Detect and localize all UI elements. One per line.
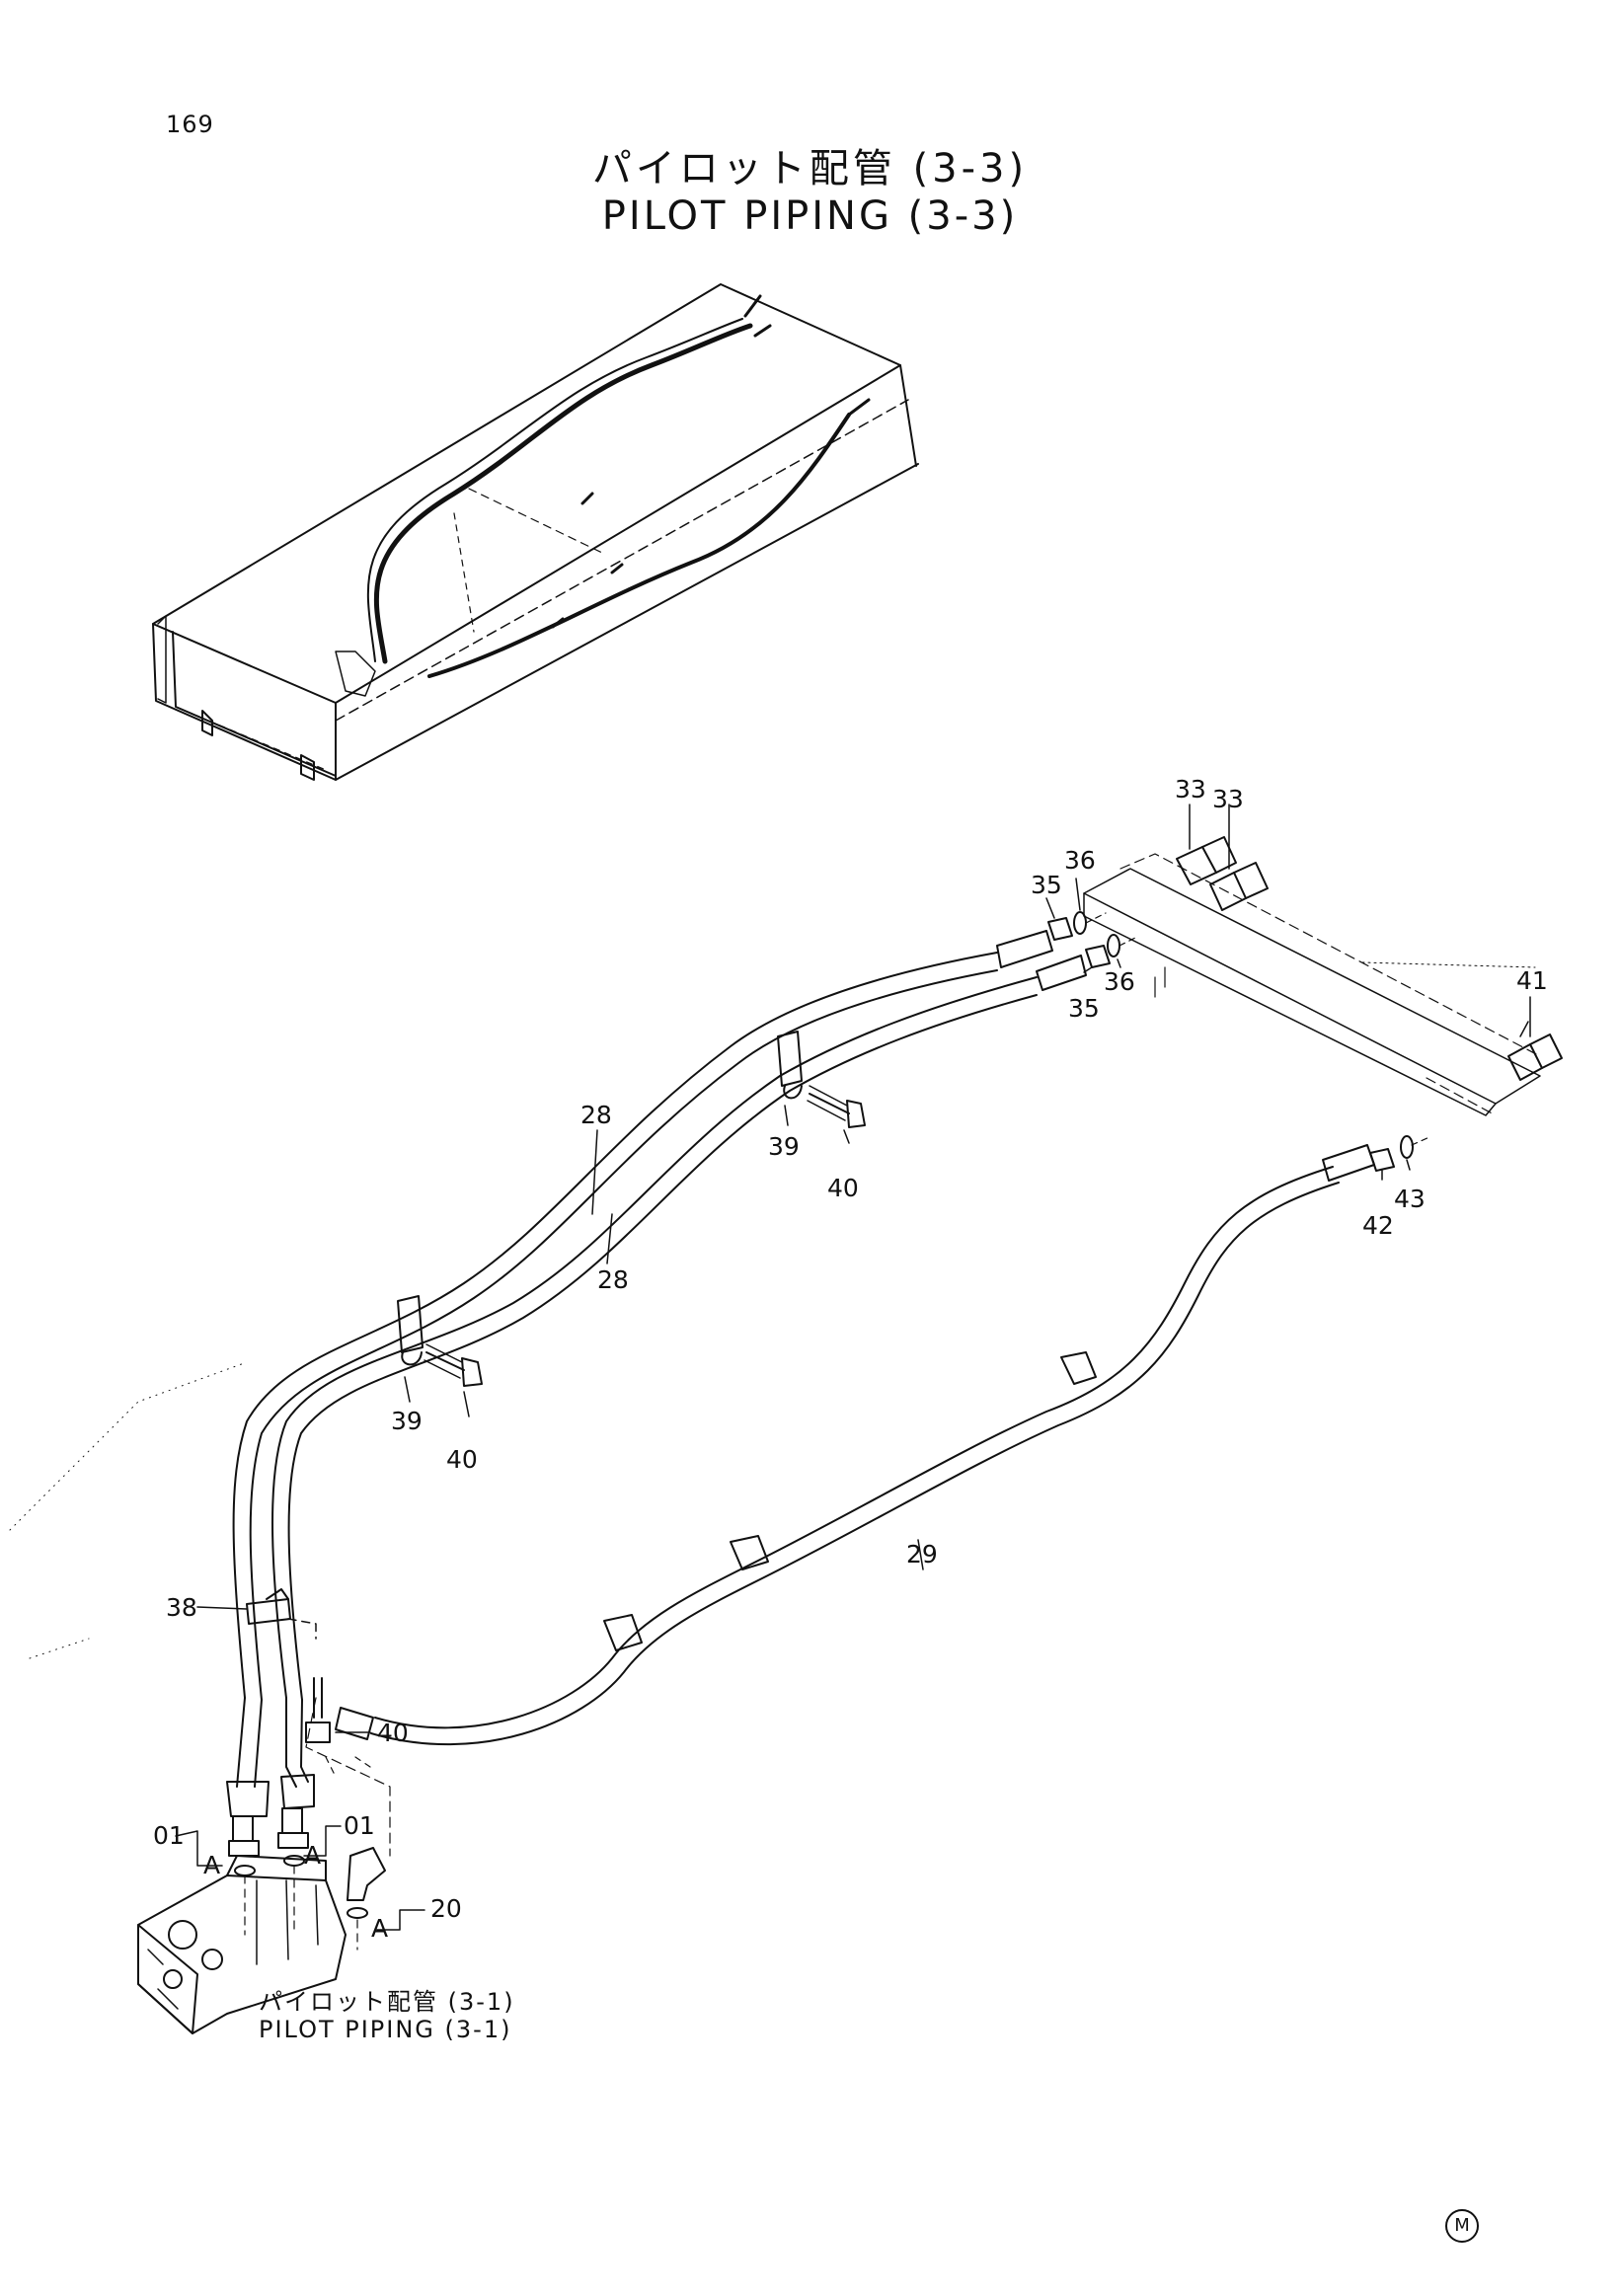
elbow-20 <box>347 1847 386 1901</box>
callout-40-b: 40 <box>446 1445 478 1474</box>
bolt-40-lower <box>424 1343 483 1387</box>
callout-36-b: 36 <box>1104 967 1135 996</box>
callout-29: 29 <box>906 1540 938 1569</box>
o-ring-left <box>234 1865 256 1876</box>
callout-A-c: A <box>371 1914 388 1943</box>
callout-40-a: 40 <box>827 1174 859 1202</box>
callout-39-b: 39 <box>391 1407 423 1435</box>
callout-39-a: 39 <box>768 1132 800 1161</box>
bolt-40-clip <box>305 1677 331 1743</box>
clamp-39-lower <box>397 1295 424 1366</box>
callout-35-a: 35 <box>1031 871 1062 899</box>
mounting-bracket <box>1083 853 1541 1116</box>
callout-35-b: 35 <box>1068 994 1100 1023</box>
callout-42: 42 <box>1362 1211 1394 1240</box>
title-japanese: パイロット配管 (3-3) <box>591 146 1029 191</box>
clamp-39-upper <box>777 1031 803 1100</box>
callout-40-c: 40 <box>377 1719 409 1747</box>
reference-english: PILOT PIPING (3-1) <box>259 2016 512 2043</box>
callout-38: 38 <box>166 1593 197 1622</box>
adapter-01-left <box>228 1815 260 1857</box>
washer-36-upper <box>1073 911 1087 935</box>
callout-43: 43 <box>1394 1185 1426 1213</box>
fitting-33-b <box>1209 862 1269 911</box>
callout-20: 20 <box>430 1894 462 1923</box>
callout-28-a: 28 <box>580 1101 612 1129</box>
hose-clip-38 <box>246 1588 317 1640</box>
fitting-33-a <box>1176 836 1237 885</box>
callout-01-a: 01 <box>153 1821 185 1850</box>
manufacturer-mark: M <box>1445 2209 1479 2243</box>
title-english: PILOT PIPING (3-3) <box>601 193 1019 239</box>
callout-28-b: 28 <box>597 1265 629 1294</box>
callout-33-b: 33 <box>1212 785 1244 813</box>
clamps-29 <box>603 1351 1097 1651</box>
fitting-41 <box>1507 1021 1563 1081</box>
callout-41: 41 <box>1516 966 1548 995</box>
leader-lines <box>175 804 1531 1931</box>
callout-A-a: A <box>203 1851 220 1879</box>
bolt-40-upper <box>807 1085 866 1128</box>
callout-A-b: A <box>304 1841 321 1870</box>
nut-35-lower <box>1085 945 1111 968</box>
frame-overview <box>152 283 919 781</box>
hose-29 <box>335 1144 1375 1746</box>
reference-japanese: パイロット配管 (3-1) <box>259 1988 515 2016</box>
page-number: 169 <box>166 111 214 138</box>
callout-33-a: 33 <box>1175 775 1206 804</box>
o-ring-20 <box>347 1907 368 1919</box>
adapter-01-right <box>277 1807 309 1849</box>
callout-01-b: 01 <box>344 1811 375 1840</box>
pilot-valve-block <box>137 1855 347 2034</box>
washer-43 <box>1400 1135 1414 1159</box>
nut-35-upper <box>1047 917 1073 941</box>
o-ring-right <box>283 1855 305 1867</box>
hose-28-pair <box>226 930 1087 1817</box>
washer-36-lower <box>1107 934 1120 957</box>
nut-42 <box>1369 1148 1395 1172</box>
callout-36-a: 36 <box>1064 846 1096 875</box>
